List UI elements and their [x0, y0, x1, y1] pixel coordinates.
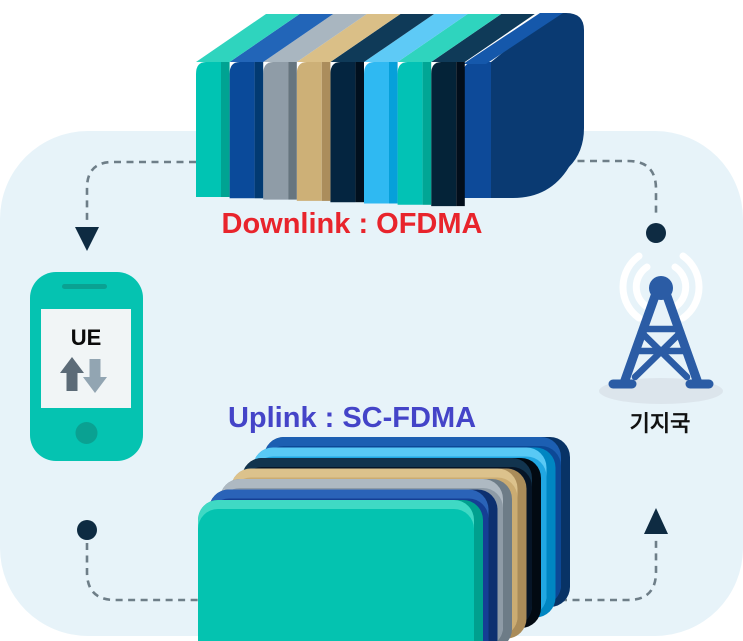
downlink-label: Downlink : OFDMA	[222, 208, 483, 240]
ofdma-slab-side	[355, 62, 364, 203]
downlink-arrow-icon	[83, 359, 107, 393]
ofdma-slab-face	[229, 62, 255, 199]
ue-phone: UE	[30, 272, 143, 461]
uplink-label: Uplink : SC-FDMA	[228, 402, 476, 434]
ofdma-slab-top	[263, 14, 367, 62]
ofdma-slab-top	[296, 14, 401, 62]
ofdma-stack	[196, 13, 584, 207]
ofdma-slab-side	[456, 62, 465, 207]
base-station-label: 기지국	[630, 411, 691, 436]
ofdma-slab-face	[397, 62, 423, 205]
scfdma-stack	[198, 437, 570, 641]
connector-dot-basestation	[646, 223, 666, 243]
scfdma-slab-face	[198, 509, 474, 641]
ofdma-big-slab-face	[491, 13, 584, 198]
phone-home-button	[75, 422, 98, 444]
connector-downlink-to-ue	[85, 160, 196, 221]
ofdma-slab-side	[422, 62, 432, 205]
ofdma-slab-top	[364, 14, 468, 62]
base-station: 기지국	[599, 252, 723, 436]
up-arrowhead-icon	[644, 508, 668, 534]
ofdma-slab-top	[229, 14, 334, 62]
connector-uplink-from-ue	[85, 543, 205, 602]
ofdma-slab-side	[389, 62, 398, 204]
radio-tower-icon	[608, 291, 714, 389]
ofdma-slab-face	[431, 62, 457, 207]
tower-antenna-head	[649, 276, 673, 300]
ofdma-slab-top	[330, 14, 434, 62]
ofdma-slab-top	[397, 14, 502, 62]
ofdma-slab-face	[263, 62, 289, 200]
phone-screen	[41, 309, 131, 408]
signal-waves-icon	[619, 252, 703, 322]
connector-downlink-from-basestation	[540, 159, 658, 216]
ofdma-slab-side	[288, 62, 297, 200]
ofdma-slab-side	[221, 62, 230, 197]
phone-speaker	[62, 284, 107, 289]
down-arrowhead-icon	[75, 227, 99, 251]
connector-uplink-to-basestation	[535, 540, 658, 602]
ofdma-slab-face	[330, 62, 356, 203]
ue-label: UE	[71, 325, 102, 350]
ofdma-slab-top	[196, 14, 300, 62]
ofdma-slab-side	[254, 62, 264, 199]
ofdma-slab-face	[296, 62, 322, 201]
ofdma-slab-top	[431, 14, 535, 62]
ofdma-big-slab-strip	[463, 62, 491, 198]
uplink-arrow-icon	[60, 357, 84, 391]
ofdma-big-slab-top	[463, 13, 563, 64]
ofdma-slab-side	[321, 62, 331, 201]
connector-dot-ue	[77, 520, 97, 540]
connectors	[75, 159, 668, 602]
ofdma-slab-face	[196, 62, 221, 197]
ofdma-slab-face	[364, 62, 389, 204]
